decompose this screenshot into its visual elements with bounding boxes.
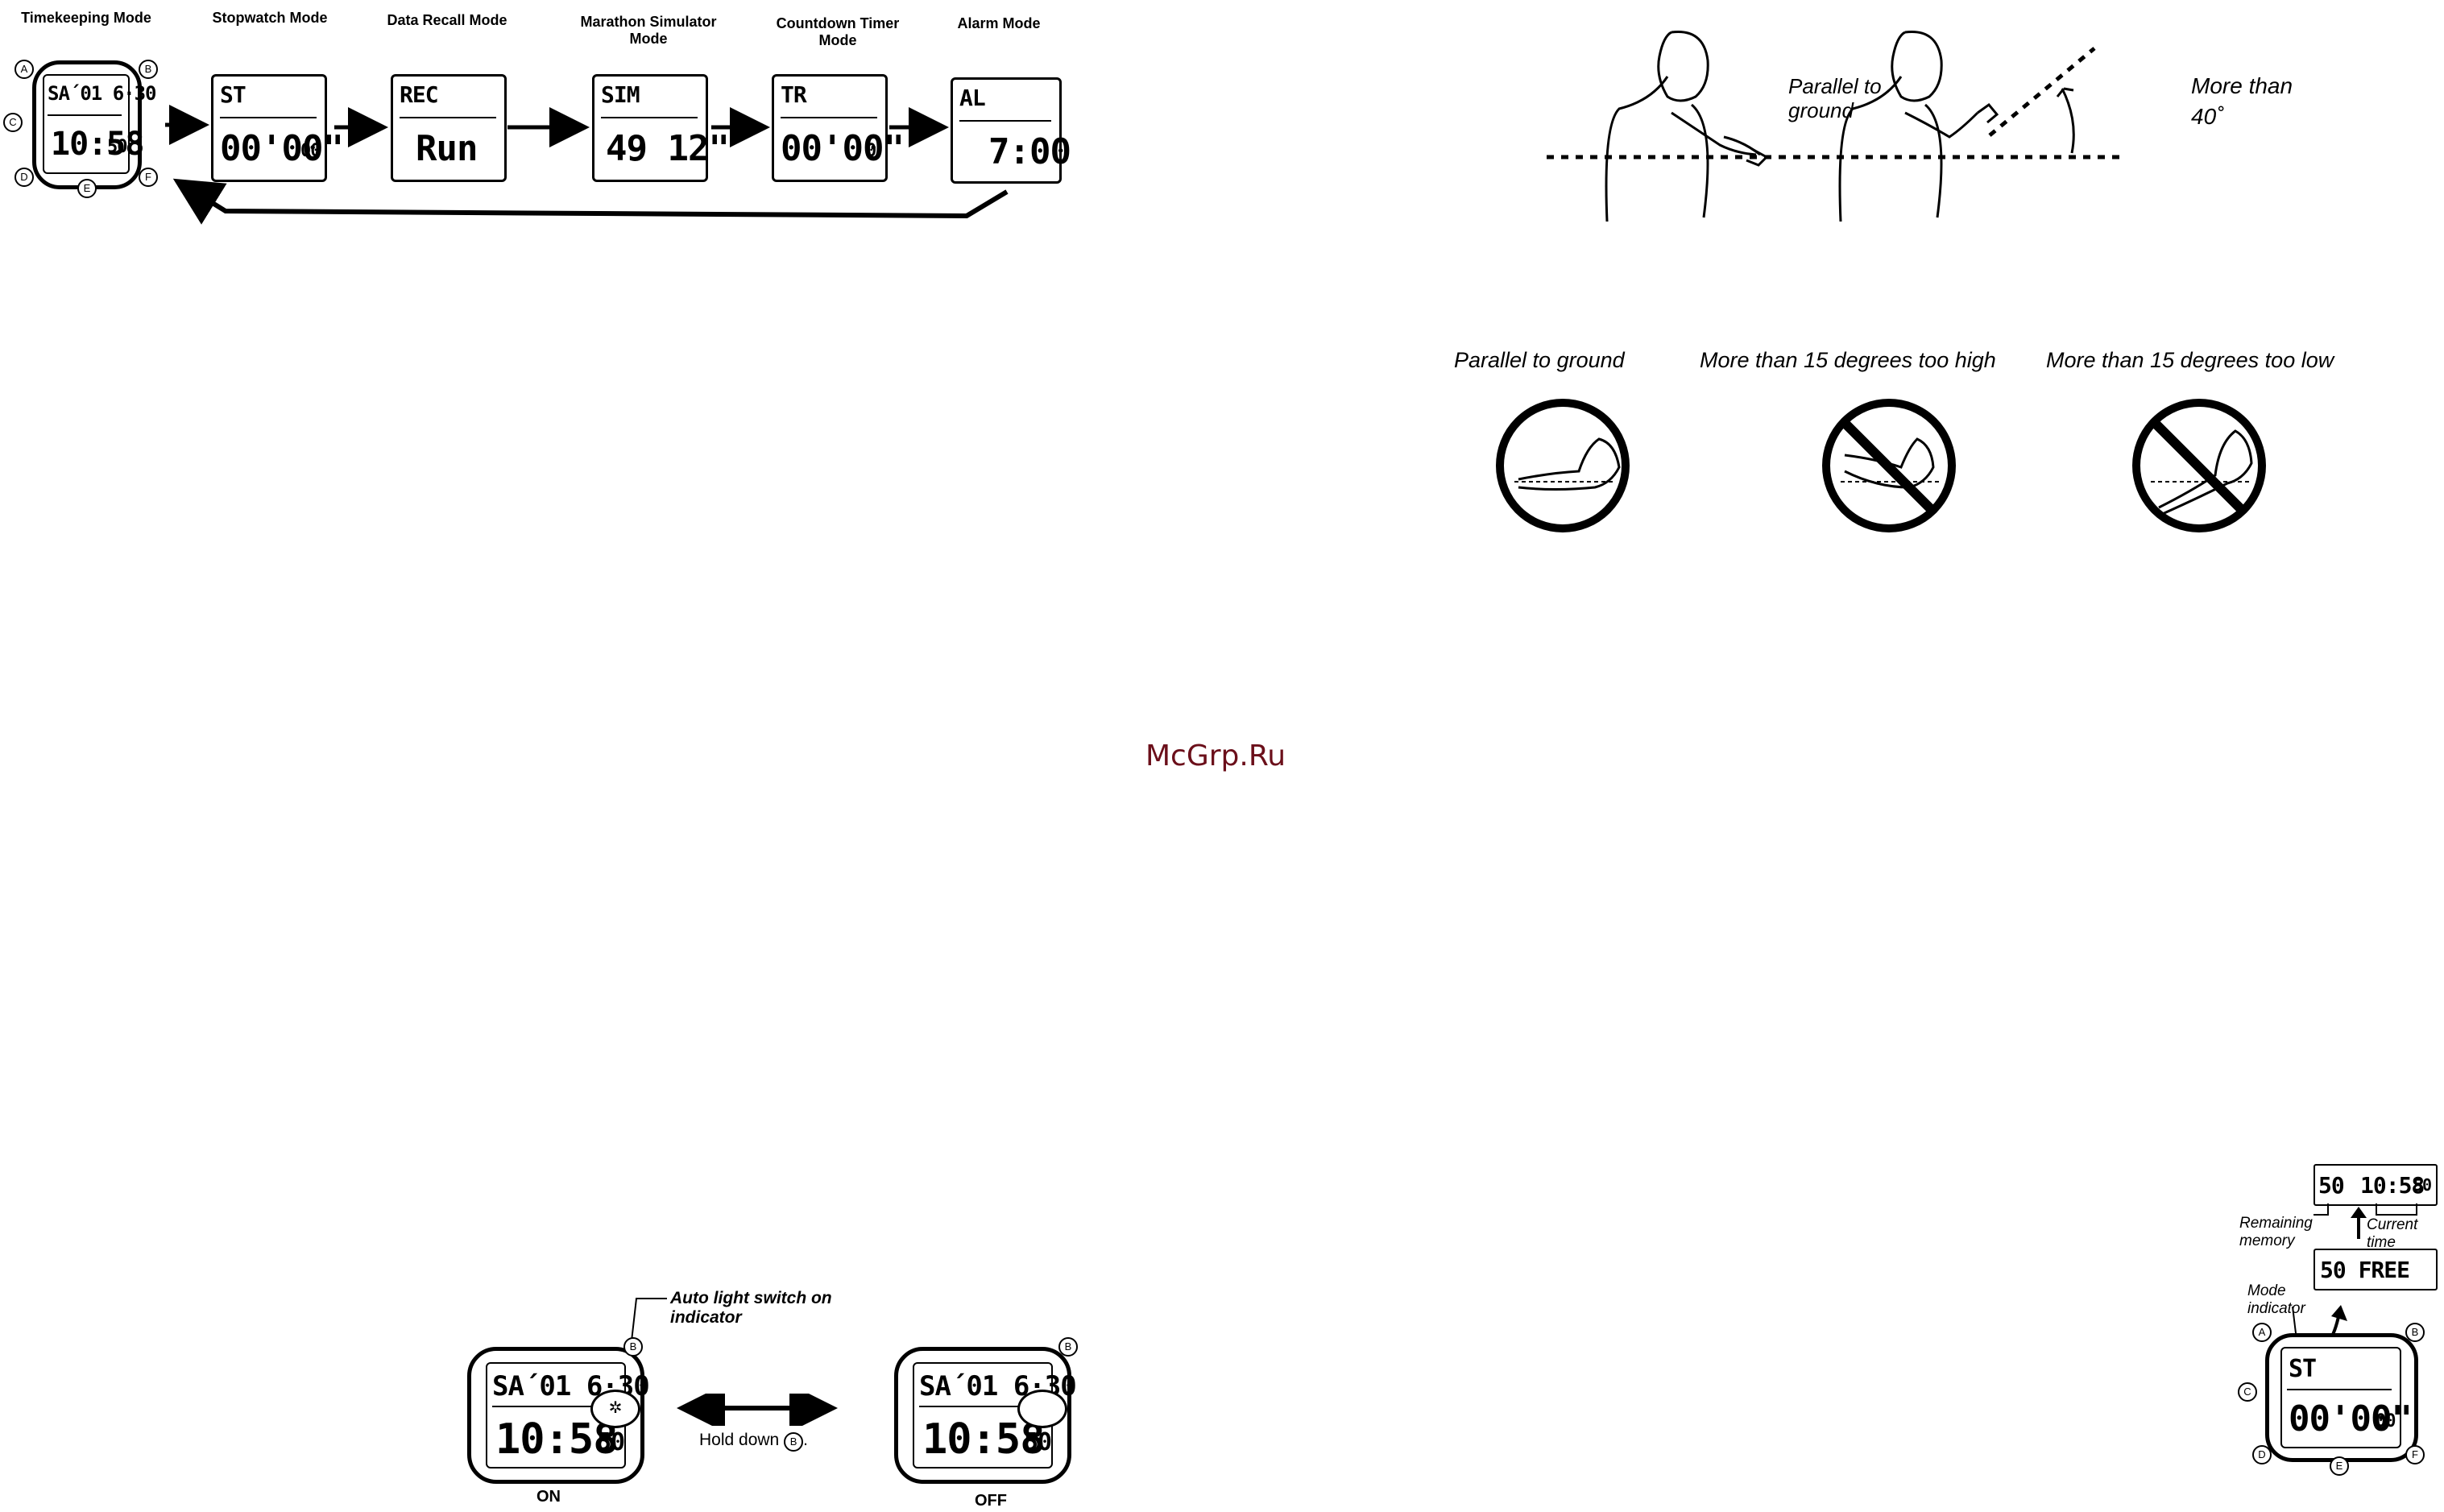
lcd-current-time: 10:58 bbox=[2360, 1172, 2425, 1199]
lcd-seconds: 50 bbox=[107, 137, 127, 157]
button-d[interactable]: D bbox=[14, 168, 34, 187]
lcd-tr-frac: 0 bbox=[866, 141, 876, 161]
lcd-al-time: 7:00 bbox=[988, 131, 1071, 172]
lcd-st-mode: ST bbox=[220, 81, 246, 108]
lcd-divider bbox=[492, 1406, 613, 1407]
button-b-icon: B bbox=[784, 1432, 804, 1452]
lcd-tr-mode: TR bbox=[781, 81, 807, 108]
label-arm-parallel: Parallel to ground bbox=[1454, 348, 1625, 372]
button-d[interactable]: D bbox=[2252, 1445, 2272, 1464]
lcd-alarm: AL 7:00 bbox=[951, 77, 1071, 184]
label-alarm-mode: Alarm Mode bbox=[957, 15, 1041, 31]
auto-light-on-indicator-icon: ✲ bbox=[590, 1390, 640, 1428]
lcd-main-time: 10:58 bbox=[495, 1415, 619, 1464]
label-more-than-40: More than 40˚ bbox=[2191, 73, 2293, 129]
label-auto-light-indicator: Auto light switch on indicator bbox=[670, 1289, 832, 1327]
lcd-marathon-simulator: SIM 49 12" bbox=[592, 74, 730, 182]
lcd-divider bbox=[2287, 1389, 2392, 1390]
lcd-st-frac: 00 bbox=[2376, 1411, 2396, 1431]
lcd-rec-mode: REC bbox=[400, 81, 439, 108]
lcd-st-time: 00'00" bbox=[2289, 1398, 2413, 1440]
button-f[interactable]: F bbox=[139, 168, 158, 187]
button-b[interactable]: B bbox=[623, 1337, 643, 1357]
button-b[interactable]: B bbox=[139, 60, 158, 79]
arm-parallel-ok-icon bbox=[1496, 399, 1630, 532]
lcd-remaining-memory-time: 50 10:58 50 bbox=[2314, 1164, 2438, 1206]
person-figure-2 bbox=[1838, 30, 1999, 222]
arm-too-high-prohibited-icon bbox=[1822, 399, 1956, 532]
label-off: OFF bbox=[975, 1492, 1007, 1510]
label-current-time: Current time bbox=[2367, 1216, 2418, 1251]
button-b[interactable]: B bbox=[1058, 1337, 1078, 1357]
watch-light-off: SA´01 6·30 10:58 50 bbox=[894, 1347, 1077, 1484]
label-mode-indicator: Mode indicator bbox=[2247, 1282, 2305, 1317]
button-c[interactable]: C bbox=[3, 113, 23, 132]
label-parallel-to-ground: Parallel to ground bbox=[1788, 74, 1882, 122]
lcd-top-line: SA´01 6·30 bbox=[48, 82, 156, 105]
arm-position-symbols bbox=[1496, 399, 2266, 532]
lcd-divider bbox=[220, 117, 317, 118]
label-data-recall-mode: Data Recall Mode bbox=[387, 12, 507, 28]
lcd-sim-mode: SIM bbox=[601, 81, 640, 108]
lcd-divider bbox=[48, 114, 122, 116]
auto-light-off-indicator-icon bbox=[1017, 1390, 1067, 1428]
label-marathon-simulator-mode: Marathon Simulator Mode bbox=[580, 14, 717, 47]
lcd-tr-time: 00'00" bbox=[781, 128, 905, 169]
lcd-st-mode: ST bbox=[2289, 1355, 2317, 1383]
lcd-divider bbox=[919, 1406, 1040, 1407]
toggle-double-arrow bbox=[677, 1394, 838, 1426]
label-stopwatch-mode: Stopwatch Mode bbox=[212, 10, 328, 26]
lcd-rec-value: Run bbox=[416, 128, 478, 169]
lcd-seconds: 50 bbox=[597, 1428, 625, 1456]
lcd-data-recall: REC Run bbox=[391, 74, 507, 182]
label-remaining-memory: Remaining memory bbox=[2239, 1215, 2313, 1249]
label-hold-down-b: Hold down B. bbox=[699, 1431, 808, 1452]
label-countdown-timer-mode: Countdown Timer Mode bbox=[776, 15, 900, 48]
lcd-free-memory: 50 FREE bbox=[2314, 1249, 2438, 1290]
watch-timekeeping: SA´01 6·30 10:58 50 bbox=[32, 60, 156, 189]
watch-light-on: SA´01 6·30 10:58 50 ✲ bbox=[467, 1347, 650, 1484]
button-e[interactable]: E bbox=[77, 179, 97, 198]
button-e[interactable]: E bbox=[2330, 1456, 2349, 1476]
button-f[interactable]: F bbox=[2405, 1445, 2425, 1464]
lcd-al-mode: AL bbox=[959, 85, 986, 111]
lcd-countdown-timer: TR 00'00" 0 bbox=[772, 74, 905, 182]
lcd-divider bbox=[601, 117, 698, 118]
lcd-st-frac: 00 bbox=[300, 141, 321, 161]
label-timekeeping-mode: Timekeeping Mode bbox=[21, 10, 151, 26]
lcd-st-time: 00'00" bbox=[220, 128, 344, 169]
label-arm-too-low: More than 15 degrees too low bbox=[2046, 348, 2334, 372]
lcd-divider bbox=[400, 117, 496, 118]
button-a[interactable]: A bbox=[14, 60, 34, 79]
button-a[interactable]: A bbox=[2252, 1323, 2272, 1342]
watch-stopwatch-memory: ST 00'00" 00 bbox=[2265, 1333, 2418, 1462]
lcd-screen: ST 00'00" 00 bbox=[2280, 1347, 2413, 1448]
button-b[interactable]: B bbox=[2405, 1323, 2425, 1342]
label-arm-too-high: More than 15 degrees too high bbox=[1700, 348, 1996, 372]
lcd-seconds: 50 bbox=[1024, 1428, 1052, 1456]
lcd-divider bbox=[959, 120, 1051, 122]
label-on: ON bbox=[536, 1488, 561, 1506]
button-c[interactable]: C bbox=[2238, 1382, 2257, 1402]
mode-cycle-arrows bbox=[165, 105, 1009, 225]
lcd-stopwatch: ST 00'00" 00 bbox=[211, 74, 344, 182]
lcd-current-seconds: 50 bbox=[2413, 1175, 2432, 1195]
lcd-sim-time: 49 12" bbox=[606, 128, 730, 169]
lcd-screen: SA´01 6·30 10:58 50 bbox=[43, 74, 156, 174]
lcd-screen: SA´01 6·30 10:58 50 bbox=[913, 1362, 1077, 1469]
figures-checking-watch bbox=[1547, 30, 2127, 222]
lcd-free-text: 50 FREE bbox=[2320, 1257, 2410, 1283]
watermark-text: McGrp.Ru bbox=[1145, 739, 1286, 773]
arm-too-low-prohibited-icon bbox=[2132, 399, 2266, 532]
lcd-main-time: 10:58 bbox=[922, 1415, 1046, 1464]
lcd-remaining-count: 50 bbox=[2318, 1172, 2345, 1199]
lcd-main-time: 10:58 bbox=[51, 126, 144, 163]
lcd-divider bbox=[781, 117, 877, 118]
person-figure-1 bbox=[1605, 30, 1769, 222]
